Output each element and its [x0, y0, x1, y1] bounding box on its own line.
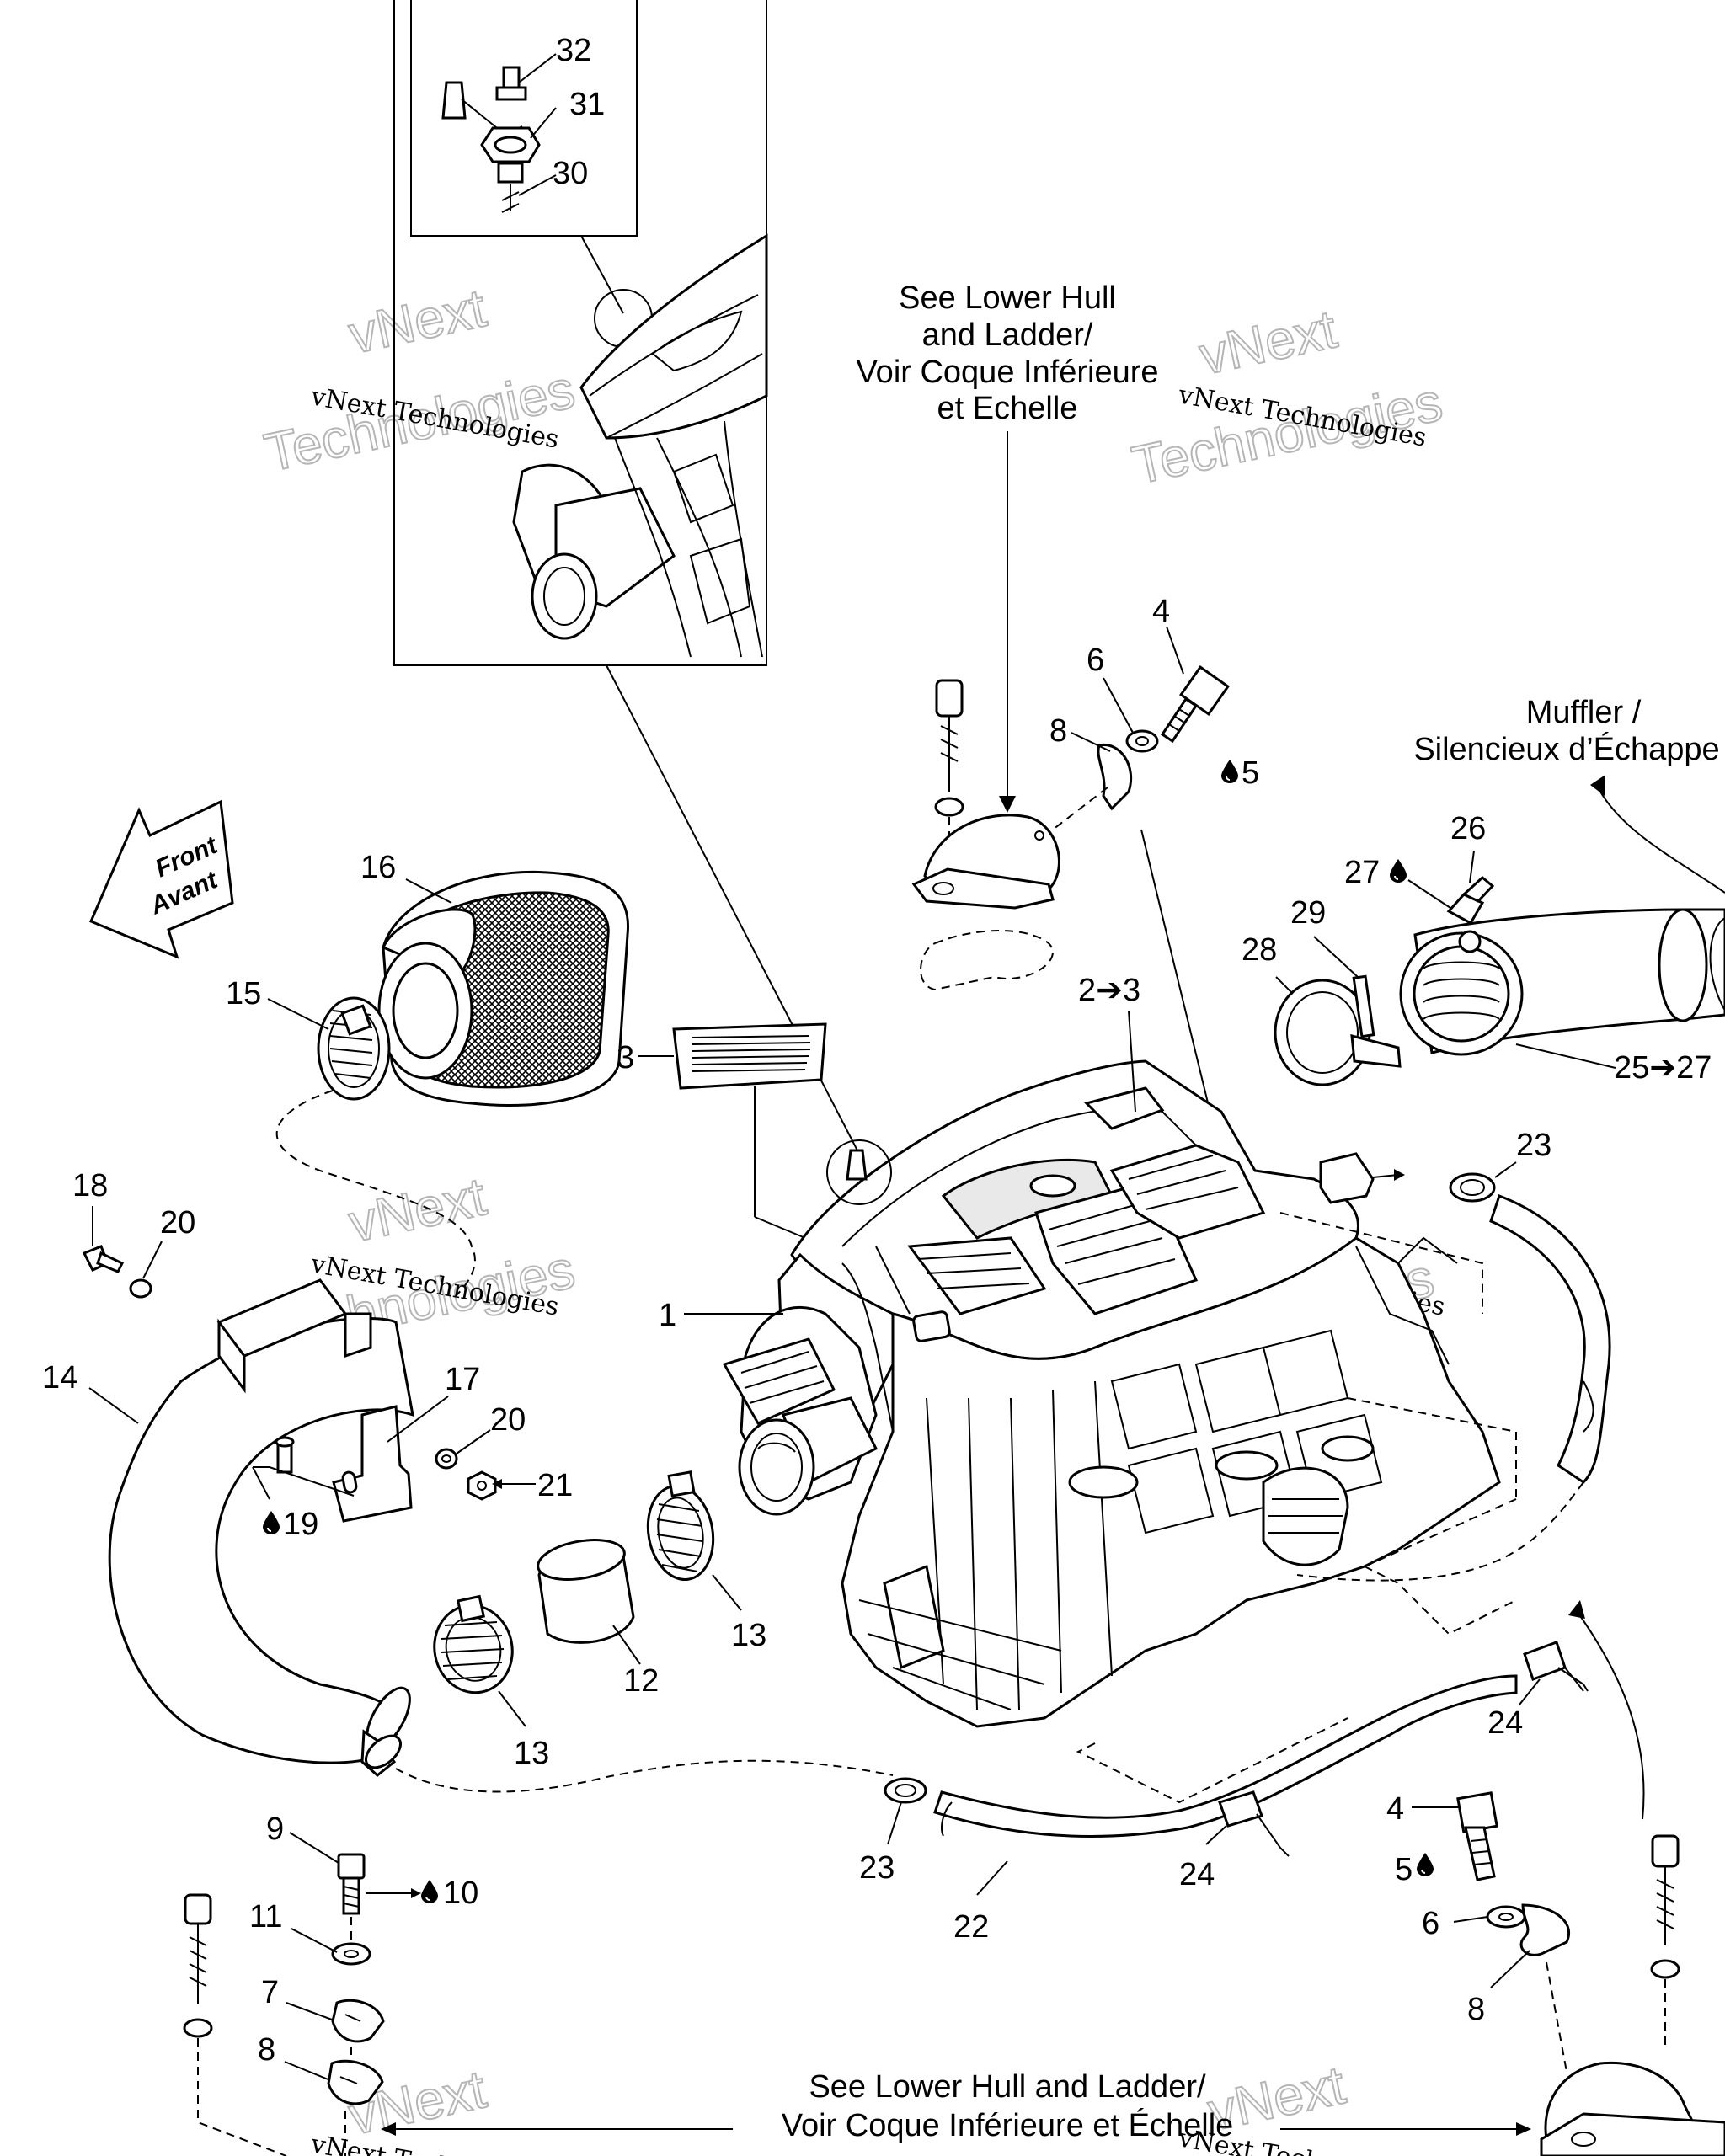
bolt-9 — [337, 1853, 366, 1880]
callout-20: 20 — [490, 1402, 526, 1438]
callout-9: 9 — [266, 1812, 284, 1847]
callout-23-bottom: 23 — [859, 1850, 895, 1886]
callout-15: 15 — [226, 976, 261, 1011]
warning-decal-3 — [672, 1022, 827, 1090]
callout-32: 32 — [556, 33, 591, 68]
callout-16: 16 — [360, 850, 396, 885]
watermark-big: vNext — [1194, 298, 1342, 386]
clamp-24-bottom — [1218, 1790, 1263, 1828]
bracket-17 — [332, 1405, 413, 1523]
callout-24-bottom: 24 — [1179, 1857, 1215, 1892]
callout-23-right: 23 — [1516, 1128, 1551, 1163]
callout-13-lower: 13 — [514, 1736, 549, 1771]
callout-24-right: 24 — [1487, 1705, 1523, 1741]
callout-14: 14 — [42, 1360, 77, 1396]
clamp-bolt-29 — [1352, 974, 1375, 1038]
front-arrow: Front Avant — [89, 799, 234, 959]
hose-fitting — [1319, 1152, 1375, 1204]
hull-note-top-line4: et Echelle — [937, 391, 1078, 426]
oil-drop-icon — [1417, 1853, 1434, 1876]
callout-13-upper: 13 — [731, 1618, 766, 1653]
clamps-sleeve-group: 13 12 13 — [433, 1470, 766, 1771]
clamp-24-right — [1523, 1641, 1567, 1681]
callout-29: 29 — [1290, 895, 1326, 931]
shim-8-top — [1097, 744, 1133, 811]
warning-decal-group: 3 — [617, 1022, 827, 1247]
washer-20-top — [129, 1278, 152, 1299]
callout-5-top: 5 — [1242, 755, 1259, 791]
hull-note-bottom-line1: See Lower Hull and Ladder/ — [809, 2069, 1206, 2105]
callout-1: 1 — [659, 1298, 676, 1333]
washer-20 — [435, 1448, 458, 1470]
callout-3: 3 — [617, 1040, 634, 1075]
washer-6-bottom — [1486, 1905, 1526, 1929]
inset-detail: 32 31 30 — [393, 0, 768, 666]
oil-drop-icon — [1221, 760, 1238, 783]
engine-mount-top: 4 6 8 5 — [911, 594, 1259, 1171]
callout-18: 18 — [72, 1168, 108, 1203]
fitting-26 — [1446, 893, 1485, 926]
callout-30: 30 — [553, 156, 588, 191]
oil-drop-icon — [1390, 859, 1407, 883]
hull-note-top-line2: and Ladder/ — [922, 318, 1093, 353]
callout-20-top: 20 — [160, 1205, 195, 1241]
callout-19: 19 — [283, 1507, 318, 1542]
clamp-23-bottom — [884, 1777, 927, 1804]
bolt-4-bottom — [1456, 1791, 1498, 1833]
mount-hardware-right: 4 5 6 8 — [1386, 1791, 1725, 2156]
callout-8-bottom: 8 — [1467, 1992, 1485, 2027]
callout-5-bottom: 5 — [1395, 1852, 1413, 1887]
callout-12: 12 — [623, 1663, 659, 1699]
callout-8-left: 8 — [258, 2032, 275, 2068]
intake-hose-group: 18 20 14 19 17 20 21 — [42, 1168, 573, 1777]
callout-26: 26 — [1450, 811, 1486, 846]
clamp-24-right-group: 24 — [1487, 1600, 1645, 1820]
callout-17: 17 — [445, 1362, 480, 1397]
hull-note-bottom: See Lower Hull and Ladder/ Voir Coque In… — [381, 2069, 1531, 2143]
callout-22: 22 — [953, 1909, 989, 1945]
callout-10: 10 — [443, 1876, 478, 1911]
hull-note-top: See Lower Hull and Ladder/ Voir Coque In… — [856, 280, 1159, 813]
washer-11 — [331, 1942, 371, 1966]
callout-8-top: 8 — [1049, 713, 1067, 749]
clamp-23-right — [1449, 1172, 1496, 1203]
oil-drop-icon — [263, 1511, 280, 1534]
hose-clamp-13-upper — [646, 1484, 715, 1582]
callout-11: 11 — [249, 1899, 282, 1935]
callout-7: 7 — [261, 1975, 279, 2010]
hull-note-bottom-line2: Voir Coque Inférieure et Échelle — [782, 2107, 1234, 2143]
mount-hardware-left: 9 10 11 7 8 — [183, 1812, 478, 2156]
intake-hose-14 — [108, 1317, 414, 1764]
callout-31: 31 — [569, 87, 605, 122]
air-filter-group: 16 15 — [226, 850, 630, 1298]
oil-drop-icon — [421, 1880, 438, 1903]
engine-assembly-1: 1 2➔3 — [659, 973, 1517, 1804]
callout-6-top: 6 — [1087, 643, 1104, 678]
callout-25-27: 25➔27 — [1614, 1050, 1712, 1086]
watermark-big: vNext — [344, 277, 491, 365]
hull-note-top-line1: See Lower Hull — [899, 280, 1116, 316]
callout-21: 21 — [537, 1468, 573, 1503]
washer-6-top — [1125, 729, 1159, 753]
shim-8-bottom — [1519, 1903, 1570, 1956]
nut-21 — [467, 1470, 497, 1501]
callout-4-top: 4 — [1152, 594, 1170, 629]
callout-2-3: 2➔3 — [1078, 973, 1140, 1008]
muffler-group: Muffler / Silencieux d’Échappe 26 27 29 … — [1242, 695, 1725, 1086]
muffler-note-line1: Muffler / — [1526, 695, 1642, 730]
throttle-body — [531, 552, 598, 640]
breather-fitting — [441, 81, 467, 120]
hull-note-top-line3: Voir Coque Inférieure — [856, 355, 1158, 390]
callout-6-bottom: 6 — [1422, 1906, 1439, 1941]
muffler-note-line2: Silencieux d’Échappe — [1413, 731, 1719, 767]
water-hose-bottom: 23 22 24 — [395, 1674, 1518, 1945]
water-hose — [1489, 1194, 1611, 1484]
callout-28: 28 — [1242, 932, 1277, 968]
callout-4-bottom: 4 — [1386, 1791, 1404, 1827]
water-hose-right: 23 — [1296, 1128, 1611, 1582]
callout-27: 27 — [1344, 855, 1380, 890]
